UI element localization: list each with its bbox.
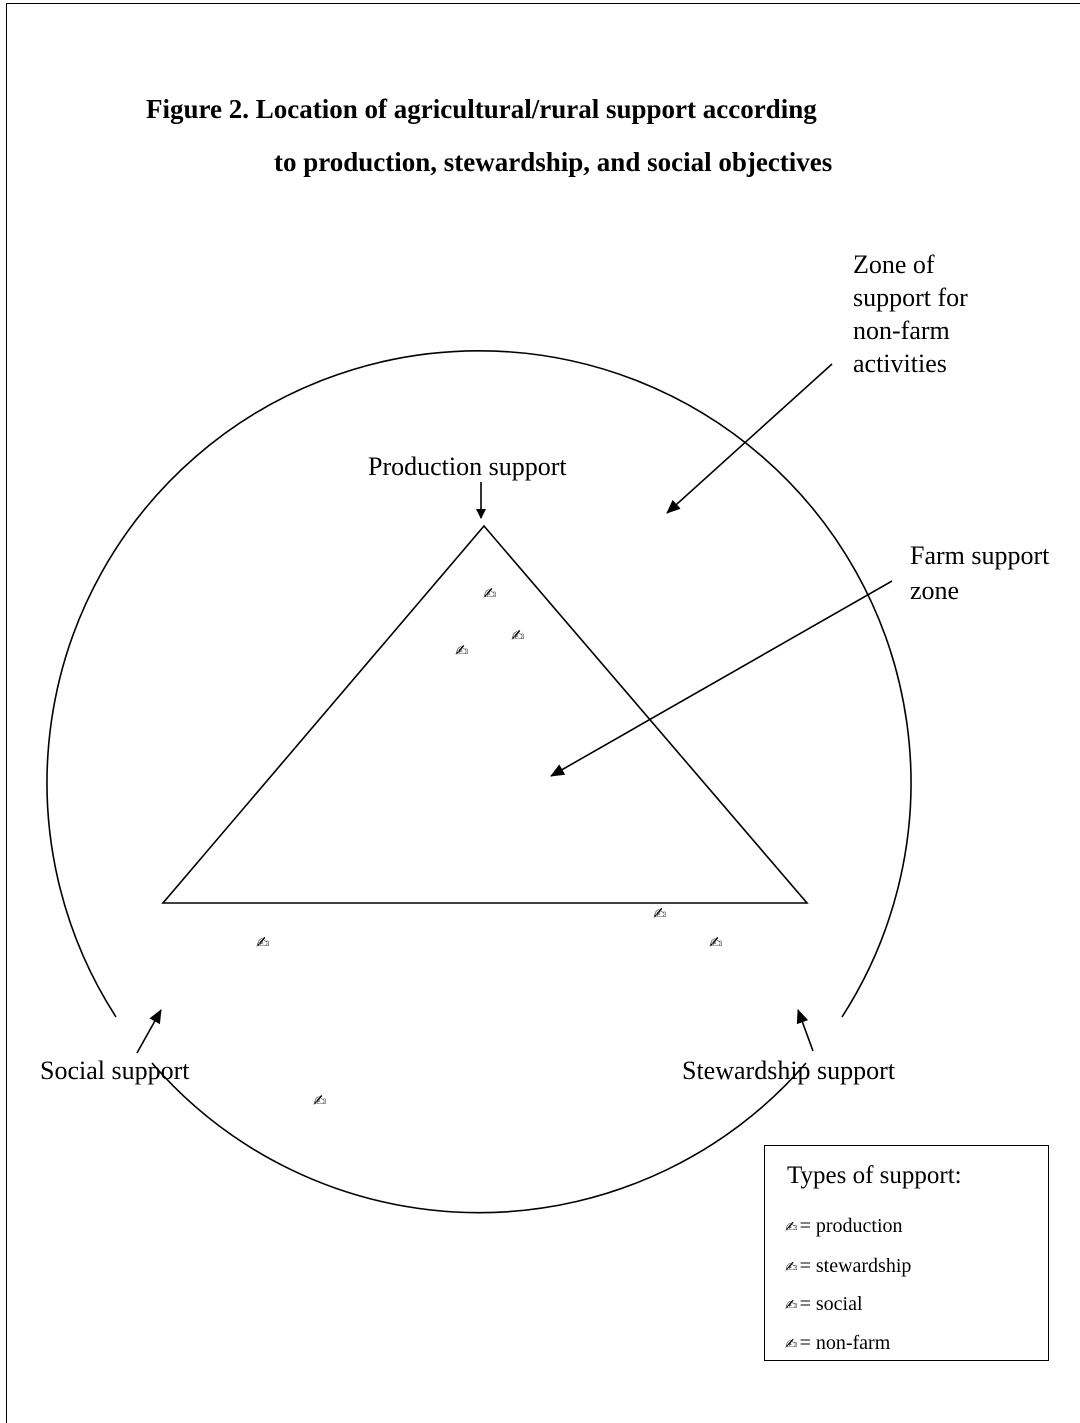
pen-writing-icon: ✍ [483,584,497,603]
legend-item-production: ✍= production [785,1215,903,1238]
pen-writing-icon: ✍ [785,1258,798,1276]
legend-item-label: = social [799,1293,863,1315]
nonfarm-zone-label: Zone of support for non-farm activities [853,248,968,380]
arrow-farm-zone [550,580,893,777]
farm-zone-label-line: Farm support [910,541,1050,570]
legend-item-label: = non-farm [799,1332,891,1354]
figure-title-line1: Figure 2. Location of agricultural/rural… [146,94,817,124]
nonfarm-zone-circle [46,350,912,1018]
pen-writing-icon: ✍ [313,1091,327,1110]
nonfarm-zone-circle-bottom [151,1062,807,1214]
figure-title-line2: to production, stewardship, and social o… [274,147,833,177]
legend-title: Types of support: [787,1162,962,1189]
pen-writing-icon: ✍ [709,933,723,952]
legend-box: Types of support: ✍= production ✍= stewa… [764,1145,1049,1361]
figure-frame [6,3,1080,1423]
farm-support-triangle [161,524,809,904]
pen-writing-icon: ✍ [785,1218,798,1236]
legend-item-social: ✍= social [785,1293,863,1316]
pen-writing-icon: ✍ [785,1296,798,1314]
stewardship-support-label: Stewardship support [682,1056,896,1085]
legend-item-stewardship: ✍= stewardship [785,1255,911,1278]
social-support-label: Social support [40,1056,190,1085]
arrow-social [136,1009,162,1054]
nonfarm-zone-label-line: non-farm [853,316,950,345]
arrow-stewardship [796,1009,814,1052]
pen-writing-icon: ✍ [455,641,469,660]
legend-item-nonfarm: ✍= non-farm [785,1332,890,1355]
production-support-label: Production support [368,452,567,481]
legend-item-label: = stewardship [799,1255,912,1277]
farm-zone-label-line: zone [910,576,960,605]
pen-writing-icon: ✍ [256,933,270,952]
pen-writing-icon: ✍ [511,626,525,645]
farm-zone-label: Farm support zone [910,538,1049,608]
nonfarm-zone-label-line: support for [853,283,968,312]
pen-writing-icon: ✍ [785,1335,798,1353]
pen-writing-icon: ✍ [653,904,667,923]
arrow-nonfarm-zone [666,363,833,514]
nonfarm-zone-label-line: Zone of [853,250,935,279]
nonfarm-zone-label-line: activities [853,349,947,378]
legend-item-label: = production [799,1215,903,1237]
